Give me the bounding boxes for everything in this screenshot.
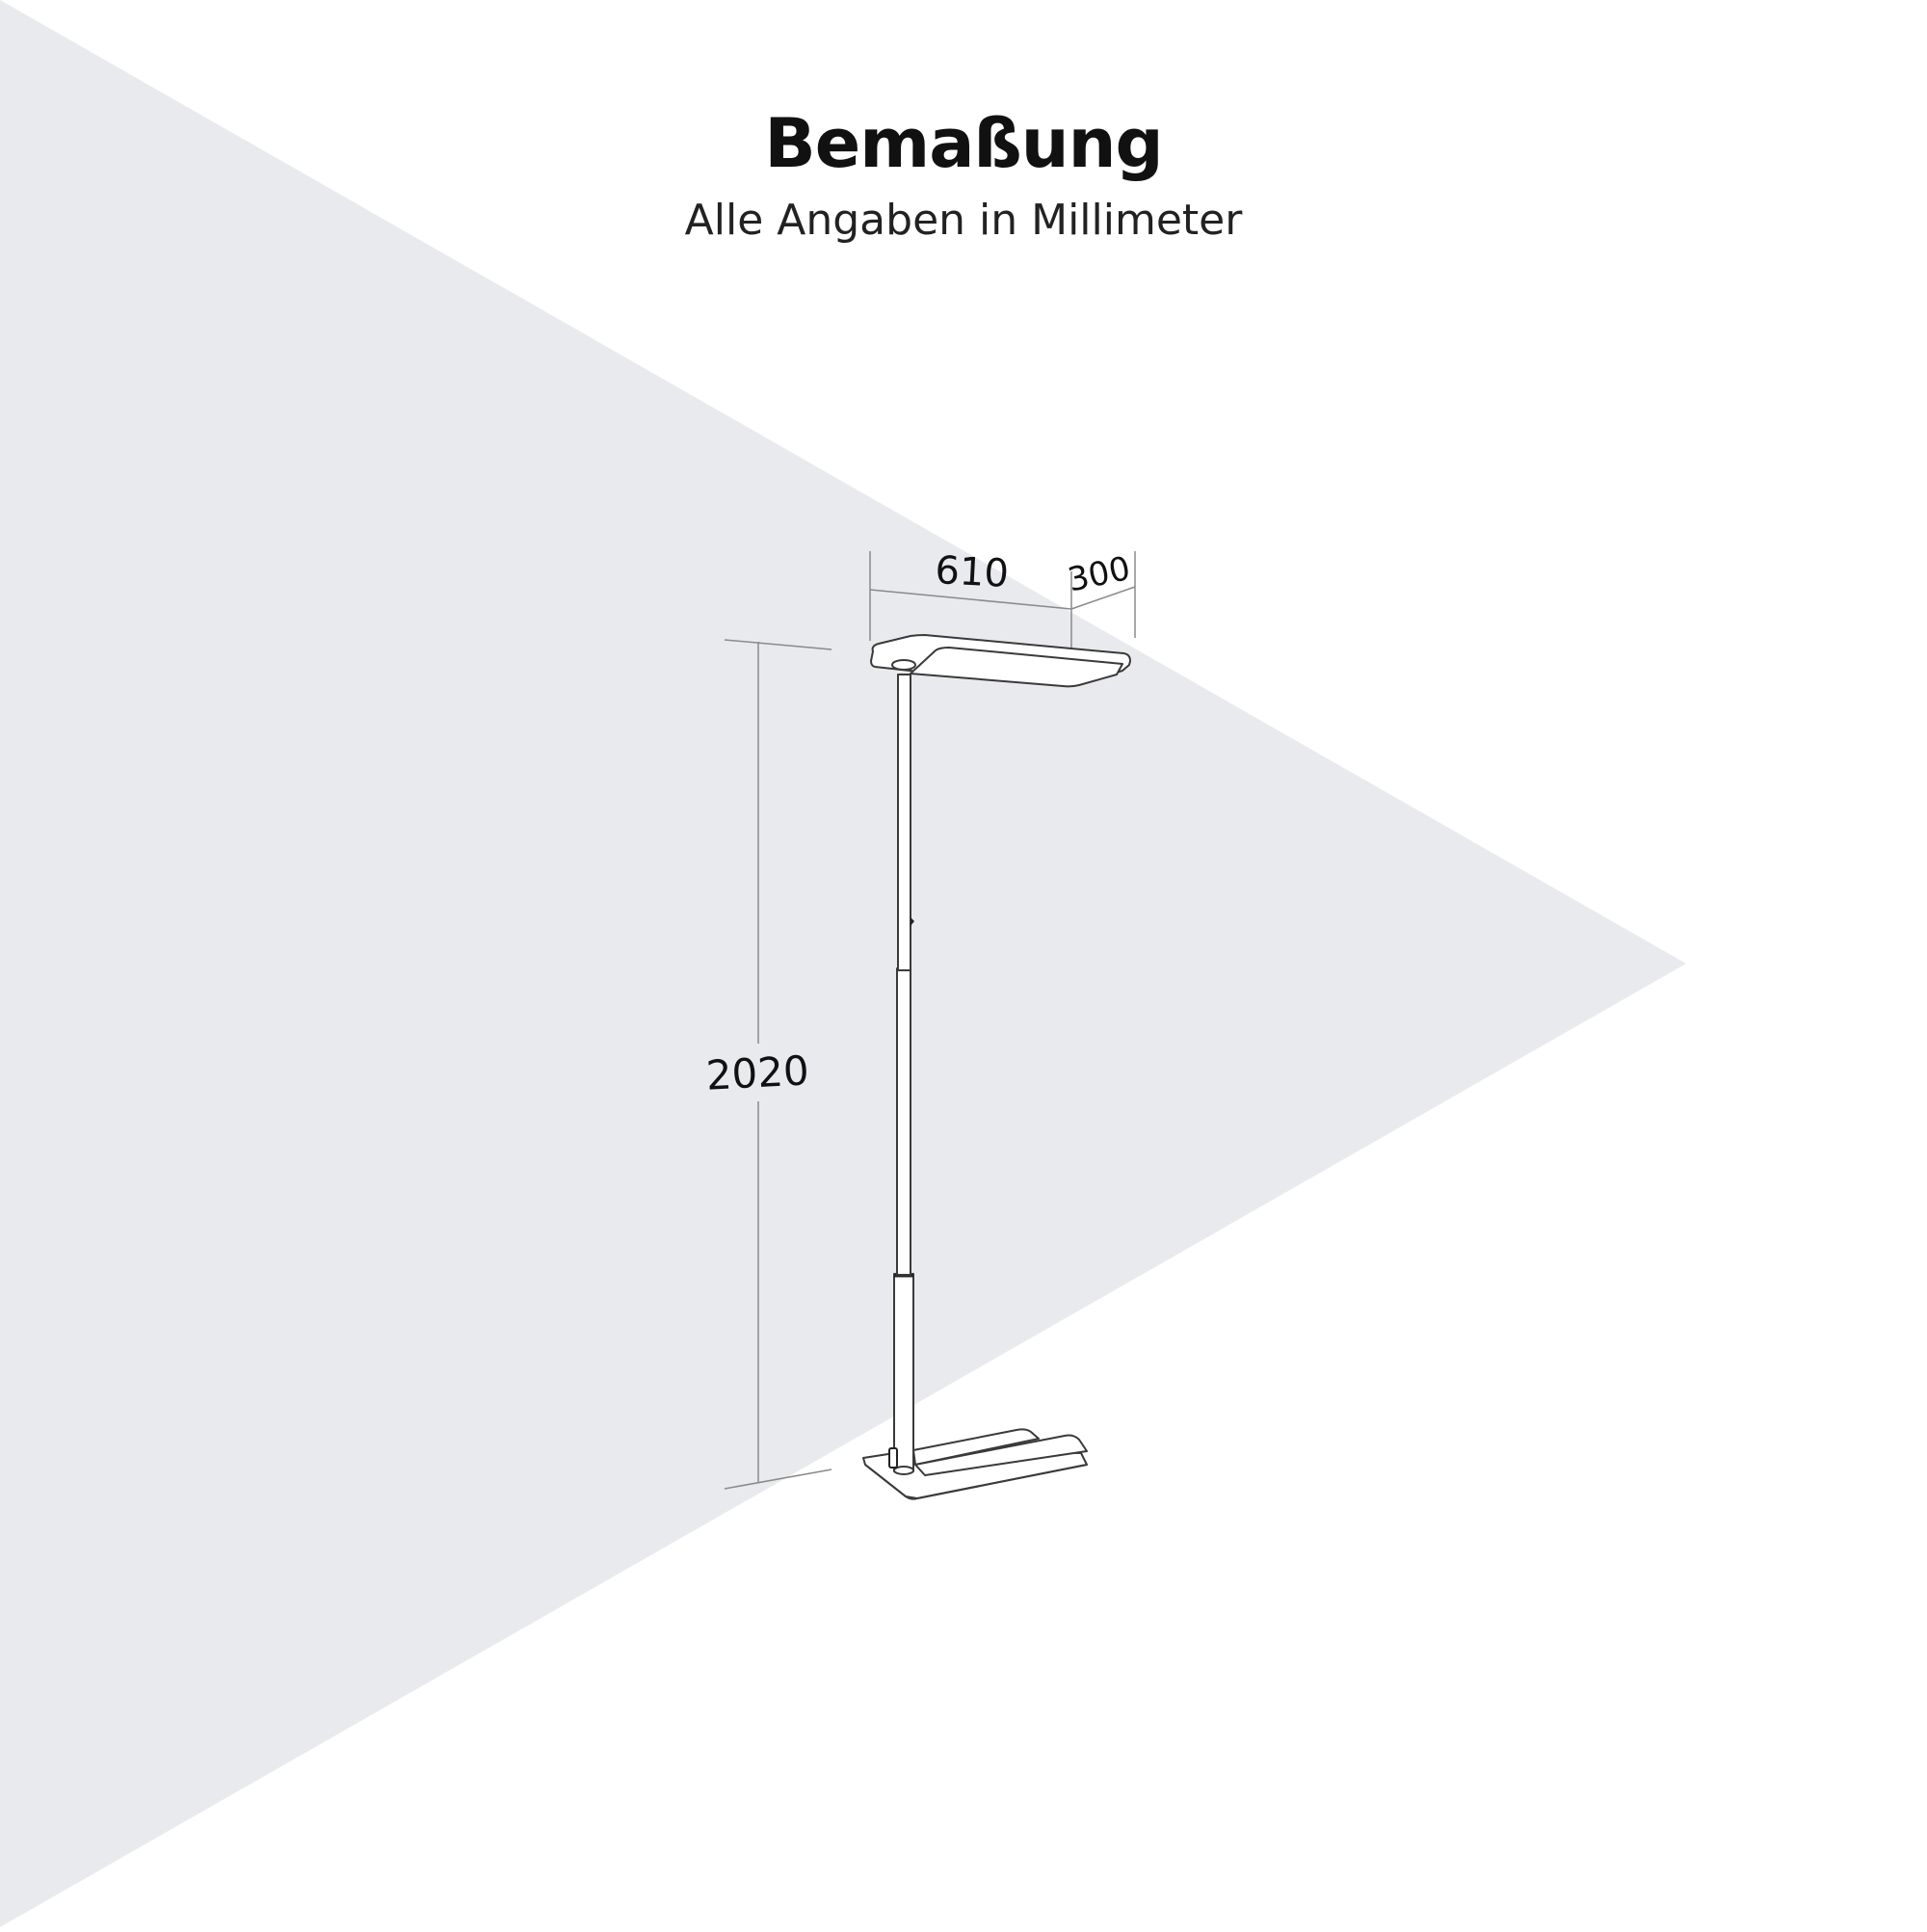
page-title: Bemaßung — [764, 104, 1163, 183]
pole-middle — [896, 967, 911, 1276]
height-dimension: 2020 — [705, 639, 832, 1490]
pole-clip-icon — [911, 917, 914, 926]
background-triangle — [0, 0, 1686, 1927]
power-switch-icon — [888, 1447, 898, 1469]
pole-joint — [891, 659, 916, 671]
depth-label: 300 — [1065, 549, 1134, 600]
lamp-pole — [888, 674, 914, 1475]
lamp-head — [870, 634, 1131, 688]
page-subtitle: Alle Angaben in Millimeter — [684, 196, 1243, 245]
pole-upper — [897, 674, 911, 971]
width-dimension: 610 — [869, 548, 1072, 648]
lamp-base — [862, 1428, 1088, 1500]
width-label: 610 — [934, 548, 1010, 596]
height-label: 2020 — [705, 1046, 810, 1099]
pole-lower-sleeve — [893, 1273, 914, 1472]
